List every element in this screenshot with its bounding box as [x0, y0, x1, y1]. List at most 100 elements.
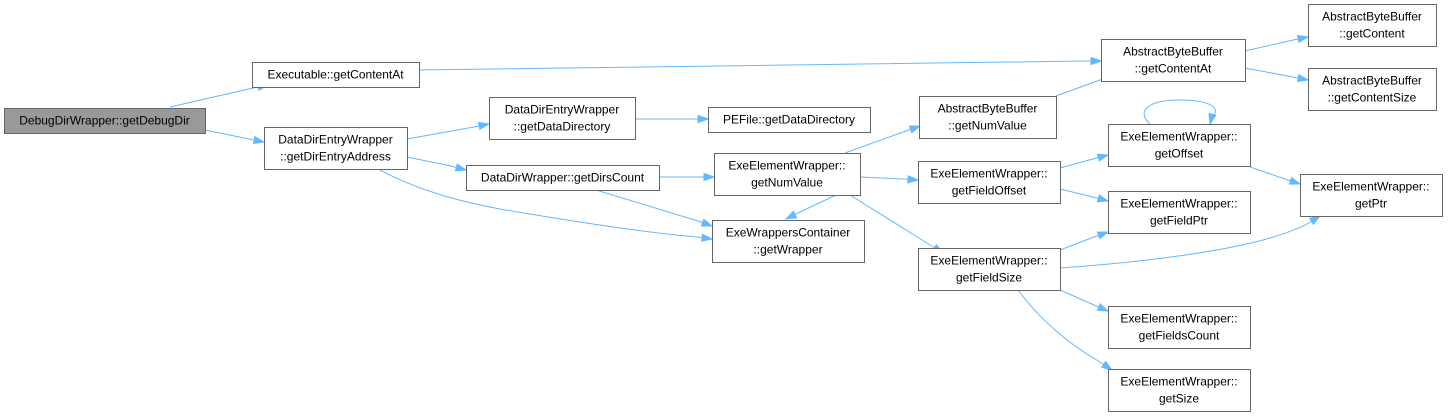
node-box [1108, 191, 1251, 234]
arrowhead [908, 125, 922, 134]
node-box [1108, 124, 1251, 167]
node-box [264, 127, 408, 170]
node-label: ExeElementWrapper:: [728, 159, 845, 173]
arrowhead [1096, 194, 1110, 203]
arrowhead [1100, 360, 1114, 371]
node-box [252, 62, 420, 88]
node-label: ExeElementWrapper:: [1120, 375, 1237, 389]
edge-n11-to-n16 [1244, 34, 1310, 52]
node-label: getFieldOffset [952, 184, 1027, 198]
node-label: ::getDirEntryAddress [280, 150, 391, 164]
node-label: PEFile::getDataDirectory [723, 113, 855, 127]
node-n0[interactable]: DebugDirWrapper::getDebugDir [4, 108, 206, 134]
node-n4[interactable]: DataDirWrapper::getDirsCount [466, 165, 660, 191]
node-label: ExeElementWrapper:: [1120, 130, 1237, 144]
node-box [1108, 369, 1251, 412]
node-n14[interactable]: ExeElementWrapper::getFieldsCount [1108, 306, 1251, 349]
node-n7[interactable]: ExeWrappersContainer::getWrapper [712, 220, 865, 263]
node-label: AbstractByteBuffer [1322, 10, 1422, 24]
node-n10[interactable]: ExeElementWrapper::getFieldSize [918, 248, 1061, 291]
node-box [1300, 174, 1443, 217]
edge-n1-to-n11 [418, 56, 1103, 71]
node-n11[interactable]: AbstractByteBuffer::getContentAt [1101, 39, 1246, 82]
node-box [712, 220, 865, 263]
node-label: ExeElementWrapper:: [930, 254, 1047, 268]
node-n8[interactable]: AbstractByteBuffer::getNumValue [919, 96, 1057, 139]
node-n5[interactable]: PEFile::getDataDirectory [708, 107, 871, 133]
node-box [708, 107, 871, 133]
node-n12[interactable]: ExeElementWrapper::getOffset [1108, 124, 1251, 167]
node-label: DataDirEntryWrapper [505, 103, 619, 117]
edge-n10-to-n14 [1059, 289, 1110, 312]
arrowhead [1096, 153, 1110, 162]
edge-n3-to-n5 [635, 114, 710, 124]
node-n16[interactable]: AbstractByteBuffer::getContent [1308, 4, 1437, 47]
arrowhead [1090, 56, 1103, 66]
node-label: ExeElementWrapper:: [1312, 180, 1429, 194]
node-label: getNumValue [751, 176, 823, 190]
node-label: ::getContentSize [1328, 91, 1417, 105]
node-box [918, 248, 1061, 291]
node-label: getSize [1159, 392, 1199, 406]
node-label: ::getDataDirectory [514, 120, 611, 134]
node-n3[interactable]: DataDirEntryWrapper::getDataDirectory [489, 97, 636, 140]
edge-line [1143, 99, 1216, 125]
node-label: AbstractByteBuffer [1123, 45, 1223, 59]
edge-n0-to-n2 [204, 129, 266, 145]
node-label: ::getContentAt [1135, 62, 1212, 76]
node-box [1101, 39, 1246, 82]
node-n15[interactable]: ExeElementWrapper::getSize [1108, 369, 1251, 412]
edge-line [1059, 215, 1321, 269]
arrowhead [477, 121, 491, 131]
node-n1[interactable]: Executable::getContentAt [252, 62, 420, 88]
node-label: AbstractByteBuffer [938, 102, 1038, 116]
edge-n2-to-n4 [406, 156, 468, 172]
arrowhead [252, 135, 266, 145]
node-n6[interactable]: ExeElementWrapper::getNumValue [714, 153, 861, 196]
node-label: getFieldPtr [1150, 214, 1208, 228]
edges-layer [169, 34, 1322, 371]
node-label: getFieldSize [956, 271, 1022, 285]
edge-line [418, 60, 1101, 71]
arrowhead [1208, 112, 1217, 126]
node-box [1308, 68, 1437, 111]
nodes-layer: DebugDirWrapper::getDebugDir Executable::… [4, 4, 1443, 412]
edge-n4-to-n6 [659, 172, 716, 182]
node-box [466, 165, 660, 191]
edge-n4-to-n7 [595, 189, 714, 227]
node-box [714, 153, 861, 196]
edge-n10-to-n18 [1059, 215, 1322, 269]
node-box [918, 161, 1061, 204]
arrowhead [784, 210, 798, 220]
arrowhead [700, 218, 714, 227]
node-label: ::getContent [1339, 27, 1405, 41]
node-n18[interactable]: ExeElementWrapper::getPtr [1300, 174, 1443, 217]
edge-line [595, 189, 713, 227]
node-label: DataDirEntryWrapper [278, 133, 392, 147]
node-label: getOffset [1155, 147, 1204, 161]
node-label: Executable::getContentAt [267, 68, 404, 82]
node-box [919, 96, 1057, 139]
edge-n9-to-n12 [1059, 153, 1110, 169]
node-label: ExeElementWrapper:: [930, 167, 1047, 181]
node-n9[interactable]: ExeElementWrapper::getFieldOffset [918, 161, 1061, 204]
edge-n12-to-n12 [1143, 99, 1217, 126]
edge-n9-to-n13 [1059, 188, 1110, 203]
node-box [4, 108, 206, 134]
arrowhead [1096, 231, 1110, 240]
node-label: getFieldsCount [1139, 329, 1220, 343]
node-n13[interactable]: ExeElementWrapper::getFieldPtr [1108, 191, 1251, 234]
node-label: getPtr [1355, 197, 1387, 211]
arrowhead [703, 172, 716, 182]
node-n17[interactable]: AbstractByteBuffer::getContentSize [1308, 68, 1437, 111]
arrowhead [1288, 176, 1302, 185]
node-label: ::getWrapper [753, 243, 822, 257]
arrowhead [1296, 34, 1310, 44]
edge-line [377, 168, 713, 240]
arrowhead [1096, 302, 1110, 312]
node-box [1108, 306, 1251, 349]
edge-n6-to-n7 [784, 194, 837, 220]
arrowhead [454, 163, 468, 172]
node-n2[interactable]: DataDirEntryWrapper::getDirEntryAddress [264, 127, 408, 170]
